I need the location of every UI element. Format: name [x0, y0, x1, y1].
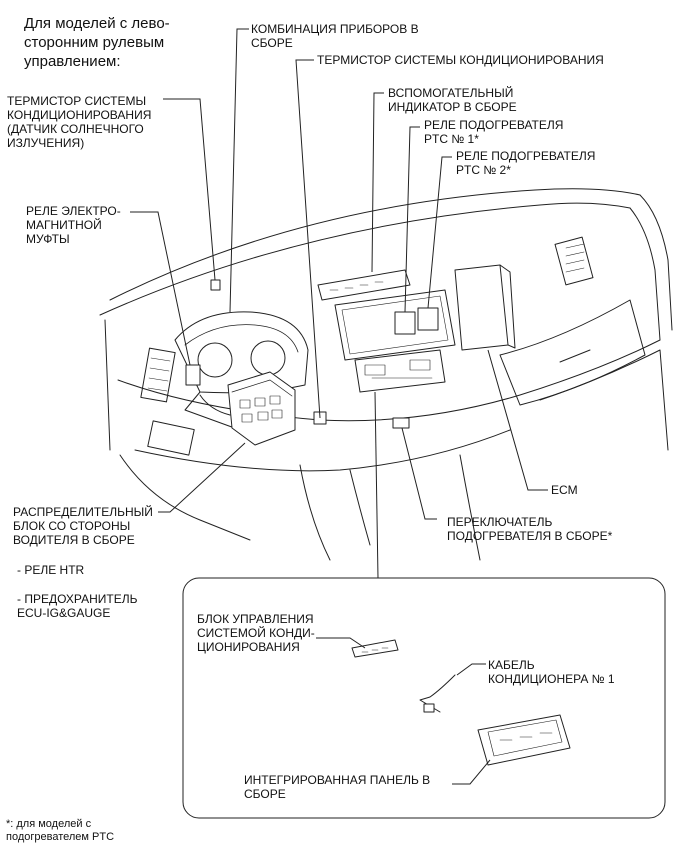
- label-heater-switch: ПЕРЕКЛЮЧАТЕЛЬ ПОДОГРЕВАТЕЛЯ В СБОРЕ*: [447, 515, 613, 543]
- right-lower: [539, 349, 669, 451]
- gauge-right: [250, 340, 286, 376]
- dash-lower-line: [134, 429, 511, 472]
- label-solar-thermistor: ТЕРМИСТОР СИСТЕМЫ КОНДИЦИОНИРОВАНИЯ (ДАТ…: [7, 94, 152, 150]
- header-line-1: Для моделей с лево-: [24, 15, 170, 32]
- leader-ptc-relay-1: [404, 126, 420, 313]
- glovebox-handle: [559, 349, 591, 363]
- label-ptc-relay-2: РЕЛЕ ПОДОГРЕВАТЕЛЯ PTC № 2*: [456, 149, 596, 177]
- label-htr-relay: - РЕЛЕ HTR: [17, 563, 85, 577]
- console-inner: [349, 469, 371, 546]
- leader-ac-cable: [456, 663, 486, 676]
- left-edge: [104, 319, 111, 451]
- heater-switch-part: [392, 417, 410, 429]
- leader-clutch-relay: [130, 211, 191, 366]
- ac-panel-part: [354, 349, 446, 393]
- label-clutch-relay: РЕЛЕ ЭЛЕКТРО- МАГНИТНОЙ МУФТЫ: [26, 204, 121, 246]
- ptc-relay-2-part: [417, 307, 439, 331]
- leader-junction-block: [158, 442, 246, 513]
- label-aux-indicator: ВСПОМОГАТЕЛЬНЫЙ ИНДИКАТОР В СБОРЕ: [388, 86, 517, 114]
- lower-left-panel: [119, 454, 251, 541]
- clutch-relay-part: [185, 364, 201, 386]
- header-line-3: управлением:: [24, 53, 121, 70]
- leader-integrated-panel: [452, 759, 491, 785]
- steering-column: [184, 391, 241, 431]
- dash-top-inner: [99, 202, 631, 316]
- glovebox: [499, 299, 646, 406]
- label-room-thermistor: ТЕРМИСТОР СИСТЕМЫ КОНДИЦИОНИРОВАНИЯ: [317, 53, 604, 67]
- solar-sensor-part: [210, 279, 221, 291]
- lower-left-vent: [147, 420, 195, 456]
- console-left: [299, 464, 331, 561]
- leader-solar-thermistor: [163, 98, 216, 281]
- console-right: [459, 454, 481, 561]
- dash-top-outline: [109, 188, 641, 301]
- ptc-relay-1-part: [394, 311, 416, 335]
- junction-block-part: [227, 371, 296, 446]
- leader-combo-meter: [229, 28, 249, 313]
- right-pillar-inner: [629, 207, 661, 341]
- left-vent: [140, 347, 176, 403]
- leader-ptc-relay-2: [427, 156, 452, 309]
- right-pillar: [639, 194, 673, 331]
- header-line-2: сторонним рулевым: [24, 34, 165, 51]
- ecm-part: [454, 264, 509, 351]
- leader-aux-indicator: [371, 92, 384, 273]
- inset-ecu-part: [351, 639, 399, 658]
- center-stack: [334, 289, 456, 361]
- leader-inset: [374, 391, 379, 579]
- label-ac-ecu: БЛОК УПРАВЛЕНИЯ СИСТЕМОЙ КОНДИ- ЦИОНИРОВ…: [197, 612, 315, 654]
- right-vent: [554, 236, 594, 286]
- inset-box: [182, 577, 666, 819]
- inset-panel-part: [477, 714, 571, 766]
- gauge-left: [197, 342, 233, 378]
- leader-ecm: [487, 349, 548, 491]
- label-fuse: - ПРЕДОХРАНИТЕЛЬ ECU-IG&GAUGE: [17, 592, 138, 620]
- label-ecm: ECM: [551, 483, 578, 497]
- footnote: *: для моделей с подогревателем PTC: [6, 818, 115, 843]
- label-integrated-panel: ИНТЕГРИРОВАННАЯ ПАНЕЛЬ В СБОРЕ: [244, 773, 431, 801]
- leader-ac-ecu: [316, 637, 366, 649]
- label-ptc-relay-1: РЕЛЕ ПОДОГРЕВАТЕЛЯ PTC № 1*: [424, 118, 564, 146]
- label-combo-meter: КОМБИНАЦИЯ ПРИБОРОВ В СБОРЕ: [251, 22, 419, 50]
- label-junction-block: РАСПРЕДЕЛИТЕЛЬНЫЙ БЛОК СО СТОРОНЫ ВОДИТЕ…: [13, 505, 153, 547]
- leader-heater-switch: [401, 427, 437, 520]
- leader-room-thermistor: [295, 59, 321, 419]
- label-ac-cable: КАБЕЛЬ КОНДИЦИОНЕРА № 1: [488, 658, 615, 686]
